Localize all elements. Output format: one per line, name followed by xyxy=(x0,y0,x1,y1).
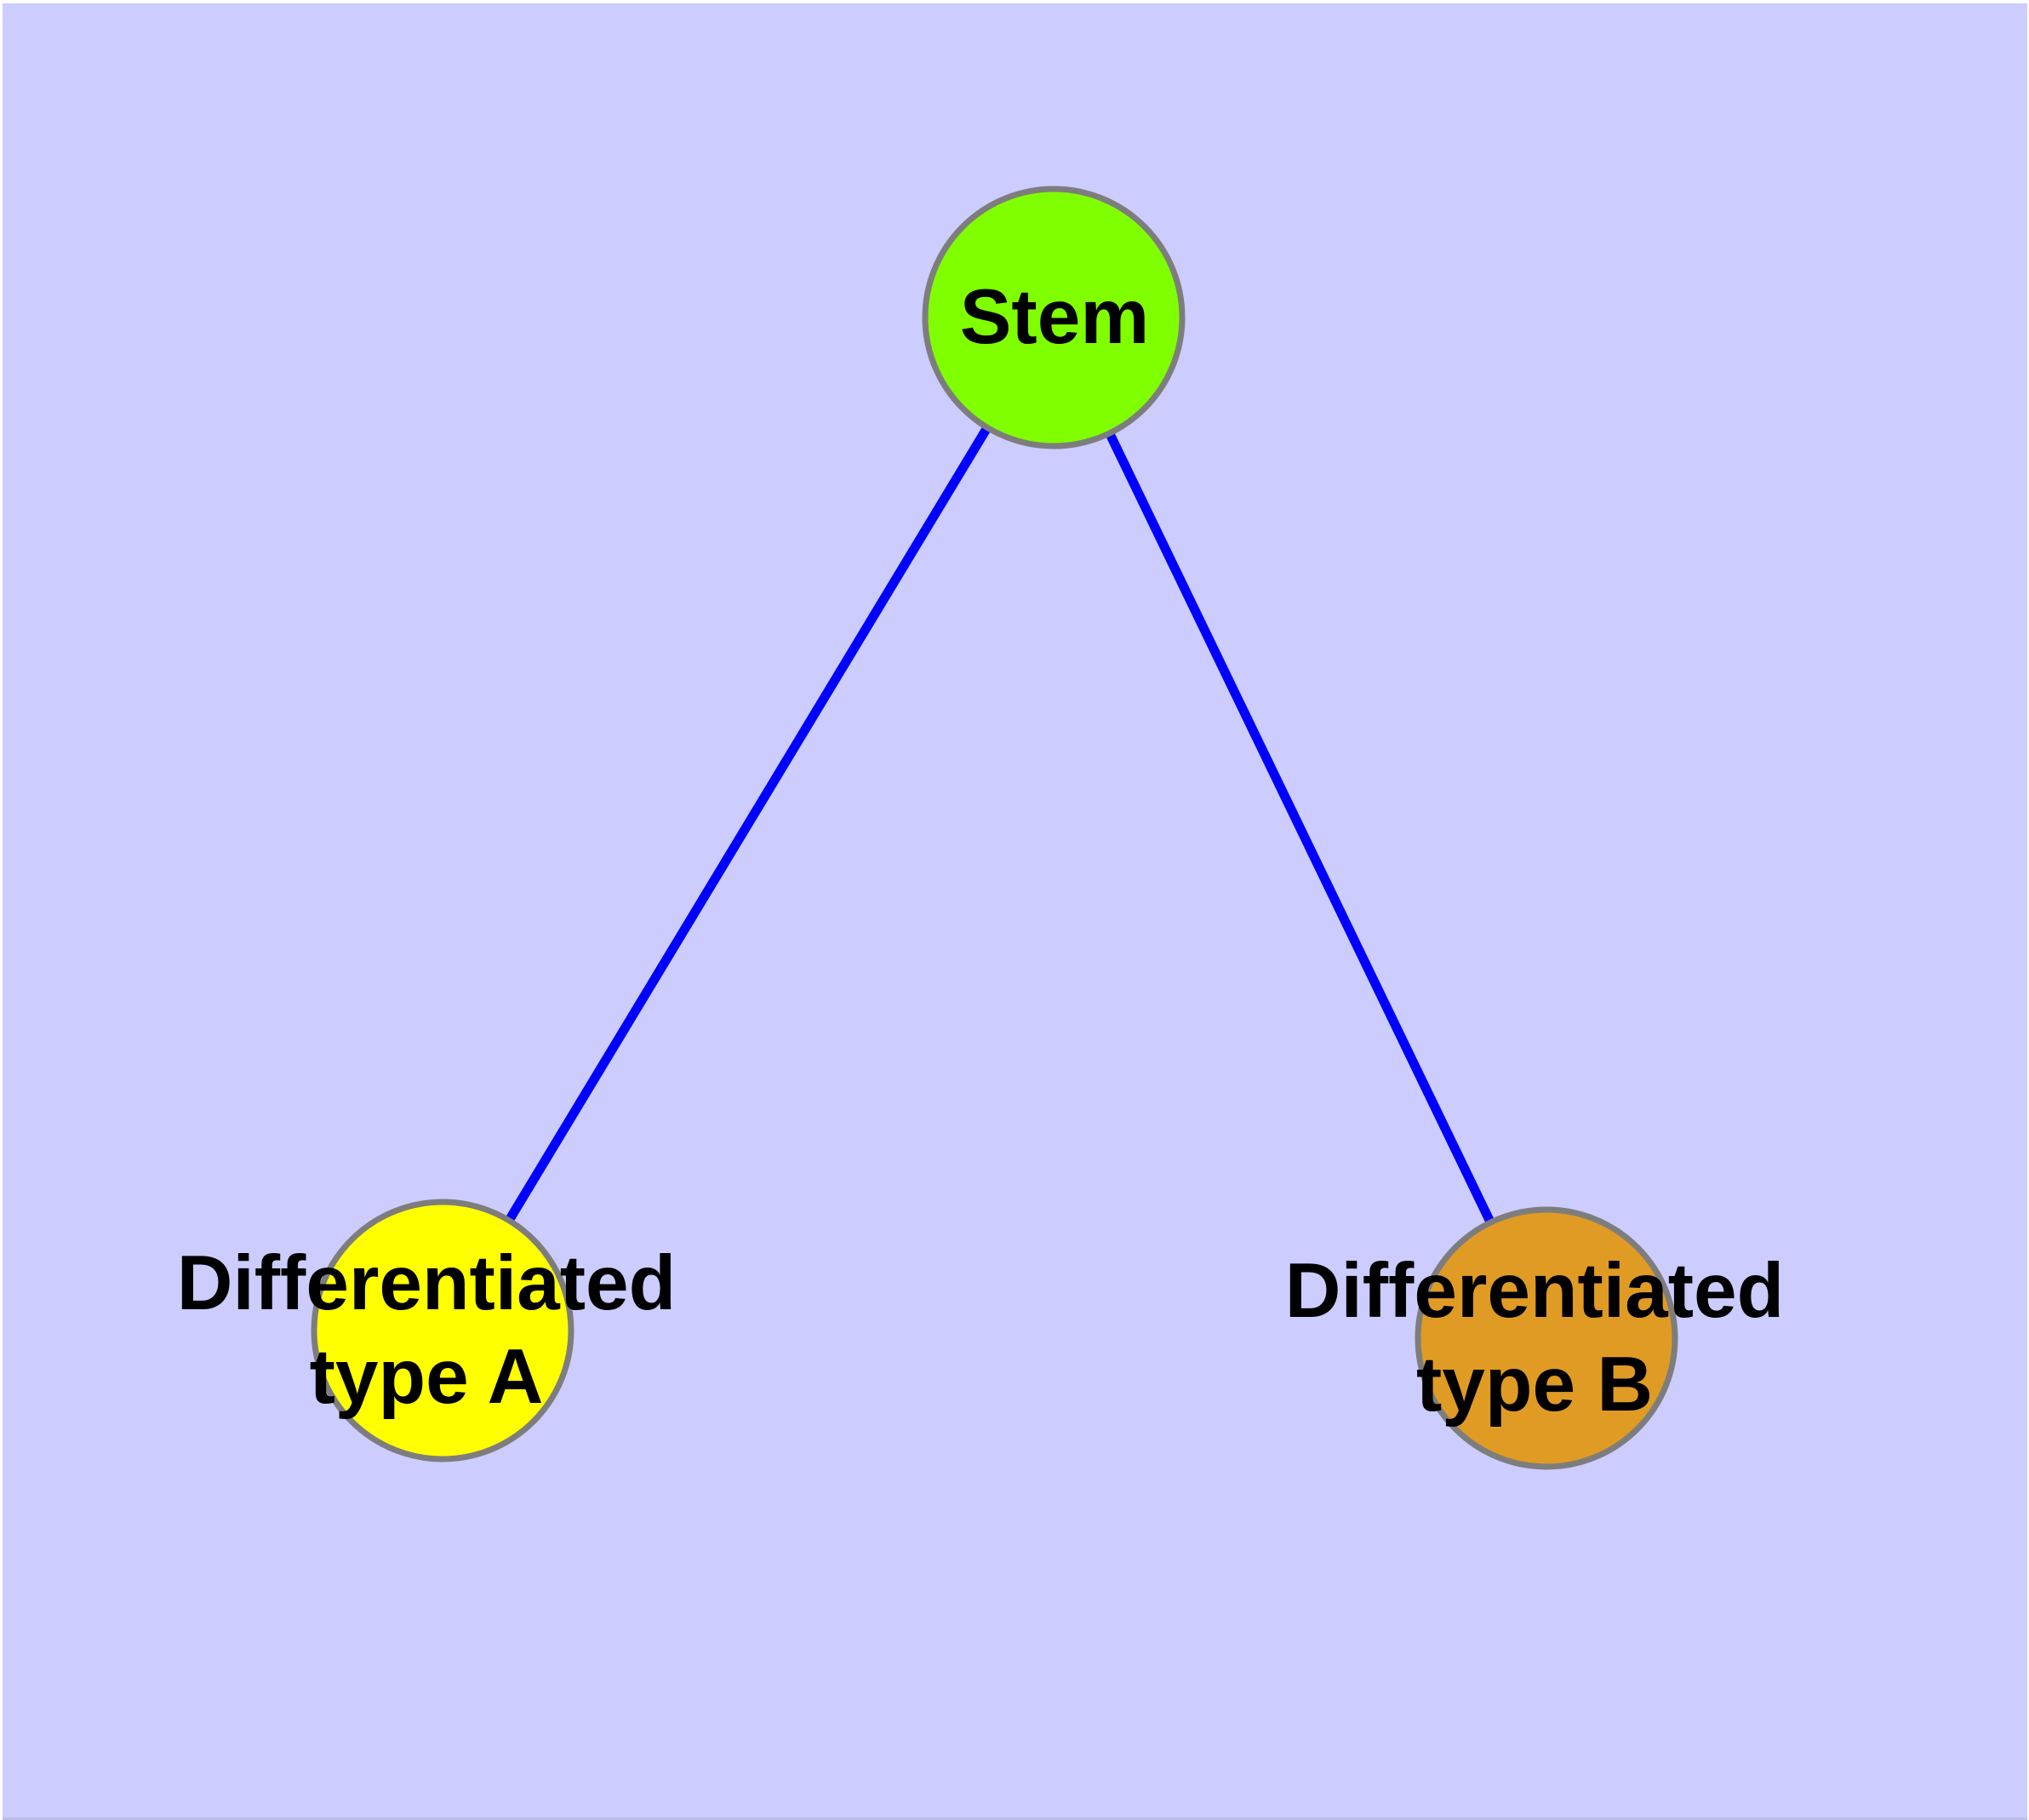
node-stem-circle xyxy=(922,186,1186,449)
node-type-a-label: Differentiated type A xyxy=(176,1240,677,1420)
node-type-a-circle xyxy=(311,1199,574,1462)
edge-stem-to-type-a xyxy=(438,315,1058,1333)
node-type-b-circle xyxy=(1415,1206,1678,1470)
edge-stem-to-type-b xyxy=(1049,315,1551,1341)
node-type-b-label: Differentiated type B xyxy=(1284,1248,1785,1428)
node-stem-label: Stem xyxy=(959,274,1150,360)
